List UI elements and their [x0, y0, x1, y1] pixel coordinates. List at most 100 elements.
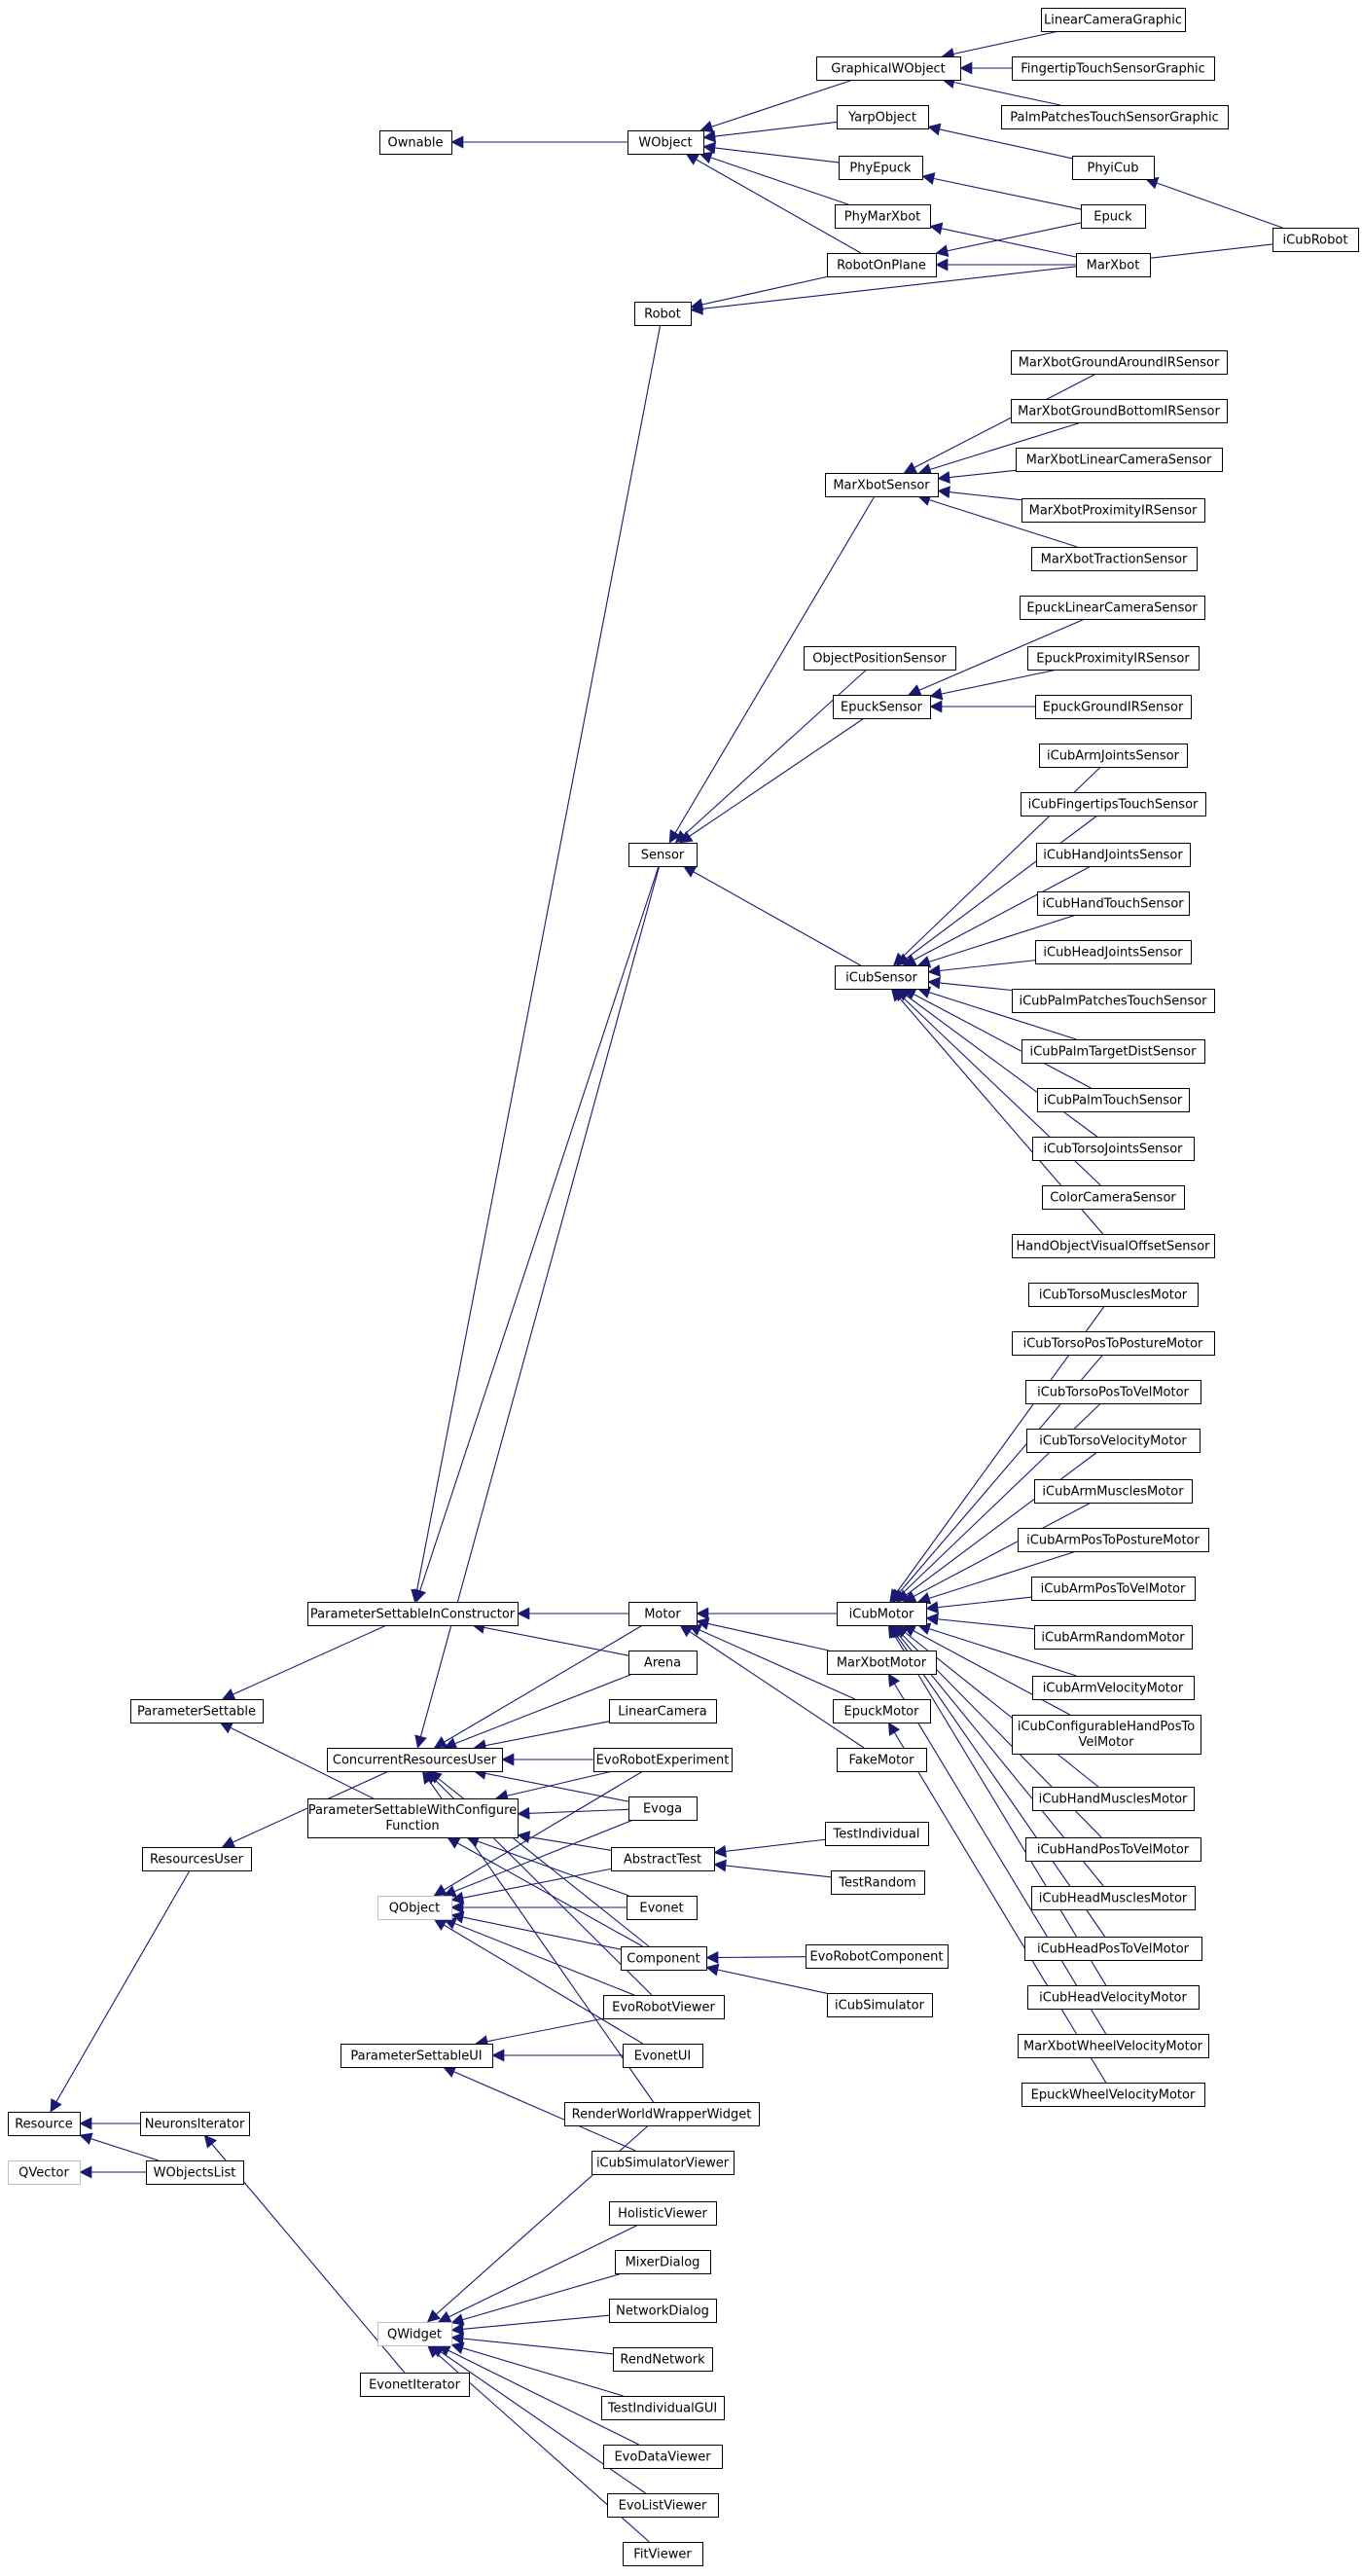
class-node-mar-xbot-wheel-velocity-motor[interactable]: MarXbotWheelVelocityMotor [1018, 2034, 1209, 2058]
class-node-i-cub-palm-patches-touch-sensor[interactable]: iCubPalmPatchesTouchSensor [1012, 989, 1215, 1013]
class-node-palm-patches-touch-sensor-graphic[interactable]: PalmPatchesTouchSensorGraphic [1001, 105, 1229, 129]
class-node-w-objects-list[interactable]: WObjectsList [146, 2160, 244, 2185]
class-node-parameter-settable-ui[interactable]: ParameterSettableUI [340, 2044, 493, 2068]
class-node-linear-camera[interactable]: LinearCamera [609, 1699, 717, 1723]
class-node-box [307, 1602, 519, 1626]
class-node-parameter-settable[interactable]: ParameterSettable [130, 1699, 264, 1723]
edge-i-cub-hand-joints-sensor-to-i-cub-sensor [903, 865, 1092, 966]
class-node-epuck-proximity-ir-sensor[interactable]: EpuckProximityIRSensor [1027, 646, 1200, 671]
class-node-epuck-motor[interactable]: EpuckMotor [833, 1699, 931, 1723]
class-node-render-world-wrapper-widget[interactable]: RenderWorldWrapperWidget [564, 2102, 760, 2126]
class-node-mar-xbot-traction-sensor[interactable]: MarXbotTractionSensor [1031, 547, 1198, 571]
class-node-i-cub-torso-muscles-motor[interactable]: iCubTorsoMusclesMotor [1028, 1283, 1199, 1307]
class-node-neurons-iterator[interactable]: NeuronsIterator [140, 2112, 250, 2136]
class-node-i-cub-arm-pos-to-vel-motor[interactable]: iCubArmPosToVelMotor [1031, 1577, 1196, 1601]
class-node-mar-xbot-ground-bottom-ir-sensor[interactable]: MarXbotGroundBottomIRSensor [1011, 399, 1228, 423]
class-node-i-cub-arm-muscles-motor[interactable]: iCubArmMusclesMotor [1034, 1479, 1193, 1504]
class-node-holistic-viewer[interactable]: HolisticViewer [609, 2201, 717, 2226]
class-node-linear-camera-graphic[interactable]: LinearCameraGraphic [1041, 8, 1186, 32]
class-node-mar-xbot-proximity-ir-sensor[interactable]: MarXbotProximityIRSensor [1022, 498, 1205, 523]
class-node-epuck-linear-camera-sensor[interactable]: EpuckLinearCameraSensor [1020, 596, 1205, 620]
class-node-epuck[interactable]: Epuck [1081, 204, 1146, 229]
class-node-evonet-ui[interactable]: EvonetUI [623, 2044, 703, 2068]
class-node-parameter-settable-in-constructor[interactable]: ParameterSettableInConstructor [307, 1602, 519, 1626]
class-node-mar-xbot-motor[interactable]: MarXbotMotor [827, 1651, 937, 1675]
class-node-i-cub-fingertips-touch-sensor[interactable]: iCubFingertipsTouchSensor [1021, 792, 1206, 816]
class-node-phyi-cub[interactable]: PhyiCub [1072, 156, 1155, 180]
class-node-evo-robot-viewer[interactable]: EvoRobotViewer [603, 1995, 725, 2019]
class-node-resource[interactable]: Resource [8, 2112, 81, 2136]
class-node-evoga[interactable]: Evoga [628, 1796, 698, 1821]
class-node-mar-xbot[interactable]: MarXbot [1076, 253, 1151, 277]
class-node-resources-user[interactable]: ResourcesUser [142, 1847, 252, 1871]
class-node-q-vector[interactable]: QVector [8, 2160, 81, 2185]
class-node-mar-xbot-ground-around-ir-sensor[interactable]: MarXbotGroundAroundIRSensor [1011, 350, 1228, 375]
class-node-phy-mar-xbot[interactable]: PhyMarXbot [835, 204, 931, 229]
class-node-epuck-ground-ir-sensor[interactable]: EpuckGroundIRSensor [1035, 695, 1192, 719]
class-node-w-object[interactable]: WObject [627, 130, 704, 155]
class-node-ownable[interactable]: Ownable [379, 130, 452, 155]
class-node-i-cub-head-velocity-motor[interactable]: iCubHeadVelocityMotor [1027, 1985, 1200, 2010]
class-node-i-cub-torso-pos-to-vel-motor[interactable]: iCubTorsoPosToVelMotor [1025, 1380, 1201, 1404]
class-node-robot-on-plane[interactable]: RobotOnPlane [827, 253, 937, 277]
class-node-fingertip-touch-sensor-graphic[interactable]: FingertipTouchSensorGraphic [1012, 56, 1215, 81]
class-node-robot[interactable]: Robot [634, 302, 692, 326]
class-node-motor[interactable]: Motor [628, 1602, 698, 1626]
class-node-mar-xbot-sensor[interactable]: MarXbotSensor [825, 473, 939, 497]
class-node-color-camera-sensor[interactable]: ColorCameraSensor [1042, 1185, 1185, 1210]
class-node-i-cub-arm-random-motor[interactable]: iCubArmRandomMotor [1034, 1625, 1193, 1650]
class-node-i-cub-arm-joints-sensor[interactable]: iCubArmJointsSensor [1039, 744, 1188, 768]
class-node-i-cub-hand-joints-sensor[interactable]: iCubHandJointsSensor [1036, 843, 1191, 867]
class-node-fit-viewer[interactable]: FitViewer [623, 2542, 703, 2566]
class-node-i-cub-motor[interactable]: iCubMotor [837, 1602, 927, 1626]
class-node-i-cub-robot[interactable]: iCubRobot [1272, 228, 1359, 252]
class-node-rend-network[interactable]: RendNetwork [613, 2347, 713, 2372]
class-node-q-object[interactable]: QObject [377, 1896, 452, 1920]
class-node-i-cub-simulator[interactable]: iCubSimulator [827, 1993, 933, 2017]
class-node-i-cub-torso-pos-to-posture-motor[interactable]: iCubTorsoPosToPostureMotor [1012, 1331, 1215, 1356]
class-node-graphical-w-object[interactable]: GraphicalWObject [816, 56, 961, 81]
class-node-phy-epuck[interactable]: PhyEpuck [839, 156, 923, 180]
class-node-test-individual[interactable]: TestIndividual [825, 1822, 929, 1846]
class-node-test-individual-gui[interactable]: TestIndividualGUI [601, 2396, 725, 2420]
class-node-test-random[interactable]: TestRandom [831, 1870, 925, 1895]
class-node-evo-data-viewer[interactable]: EvoDataViewer [603, 2445, 723, 2469]
class-node-i-cub-head-joints-sensor[interactable]: iCubHeadJointsSensor [1035, 940, 1192, 964]
class-node-fake-motor[interactable]: FakeMotor [837, 1748, 927, 1772]
class-node-q-widget[interactable]: QWidget [377, 2322, 452, 2346]
class-node-evo-robot-component[interactable]: EvoRobotComponent [806, 1944, 949, 1969]
class-node-hand-object-visual-offset-sensor[interactable]: HandObjectVisualOffsetSensor [1012, 1234, 1215, 1258]
class-node-i-cub-hand-touch-sensor[interactable]: iCubHandTouchSensor [1037, 891, 1190, 916]
class-node-i-cub-head-muscles-motor[interactable]: iCubHeadMusclesMotor [1031, 1886, 1196, 1910]
class-node-arena[interactable]: Arena [628, 1651, 698, 1675]
class-node-sensor[interactable]: Sensor [628, 843, 698, 867]
class-node-mar-xbot-linear-camera-sensor[interactable]: MarXbotLinearCameraSensor [1016, 448, 1223, 472]
class-node-evonet-iterator[interactable]: EvonetIterator [360, 2373, 470, 2397]
class-node-i-cub-simulator-viewer[interactable]: iCubSimulatorViewer [591, 2151, 735, 2175]
class-node-object-position-sensor[interactable]: ObjectPositionSensor [804, 646, 956, 671]
class-node-evonet[interactable]: Evonet [627, 1896, 698, 1920]
class-node-network-dialog[interactable]: NetworkDialog [609, 2299, 717, 2323]
class-node-concurrent-resources-user[interactable]: ConcurrentResourcesUser [327, 1748, 503, 1772]
class-node-epuck-wheel-velocity-motor[interactable]: EpuckWheelVelocityMotor [1022, 2083, 1205, 2107]
class-node-i-cub-hand-pos-to-vel-motor[interactable]: iCubHandPosToVelMotor [1025, 1837, 1201, 1862]
class-node-i-cub-palm-target-dist-sensor[interactable]: iCubPalmTargetDistSensor [1022, 1039, 1205, 1064]
class-node-i-cub-torso-velocity-motor[interactable]: iCubTorsoVelocityMotor [1026, 1429, 1201, 1453]
class-node-i-cub-palm-touch-sensor[interactable]: iCubPalmTouchSensor [1037, 1088, 1190, 1112]
class-node-i-cub-hand-muscles-motor[interactable]: iCubHandMusclesMotor [1032, 1787, 1195, 1811]
class-node-label: iCubHeadMusclesMotor [1039, 1892, 1188, 1906]
class-node-epuck-sensor[interactable]: EpuckSensor [833, 695, 931, 719]
class-node-abstract-test[interactable]: AbstractTest [611, 1847, 715, 1871]
class-node-i-cub-arm-velocity-motor[interactable]: iCubArmVelocityMotor [1032, 1676, 1195, 1700]
class-node-i-cub-sensor[interactable]: iCubSensor [835, 965, 929, 990]
class-node-component[interactable]: Component [621, 1946, 707, 1971]
class-node-evo-list-viewer[interactable]: EvoListViewer [607, 2493, 719, 2518]
class-node-i-cub-torso-joints-sensor[interactable]: iCubTorsoJointsSensor [1032, 1137, 1195, 1161]
class-node-yarp-object[interactable]: YarpObject [837, 105, 929, 129]
class-node-evo-robot-experiment[interactable]: EvoRobotExperiment [593, 1748, 733, 1772]
class-node-i-cub-arm-pos-to-posture-motor[interactable]: iCubArmPosToPostureMotor [1018, 1528, 1209, 1552]
class-node-i-cub-head-pos-to-vel-motor[interactable]: iCubHeadPosToVelMotor [1024, 1937, 1202, 1961]
class-node-mixer-dialog[interactable]: MixerDialog [615, 2250, 711, 2274]
